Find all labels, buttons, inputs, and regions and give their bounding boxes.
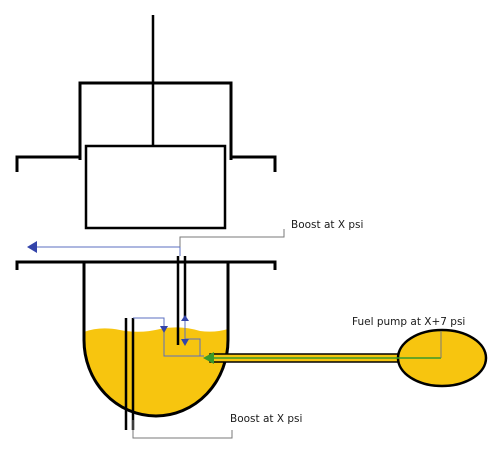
up-arrow-small: [181, 315, 189, 321]
boost-connector-2: [184, 320, 201, 356]
upper-flange: [15, 155, 277, 172]
down-arrow-small-2: [181, 339, 189, 346]
label-boost-top: Boost at X psi: [291, 219, 363, 231]
fuel-flow-arrow: [203, 352, 214, 364]
lower-flange: [15, 260, 277, 270]
fuel-bowl: [82, 262, 230, 418]
leader-boost-top: [179, 229, 285, 247]
fuel-level: [84, 327, 228, 416]
boost-arrow-left: [27, 241, 37, 253]
boost-connector: [133, 317, 204, 357]
upper-housing: [78, 81, 233, 160]
piston-block: [84, 144, 227, 230]
label-boost-bottom: Boost at X psi: [230, 413, 302, 425]
label-fuel-pump: Fuel pump at X+7 psi: [352, 316, 465, 328]
leader-boost-bottom: [132, 420, 233, 439]
down-arrow-small: [160, 326, 168, 333]
